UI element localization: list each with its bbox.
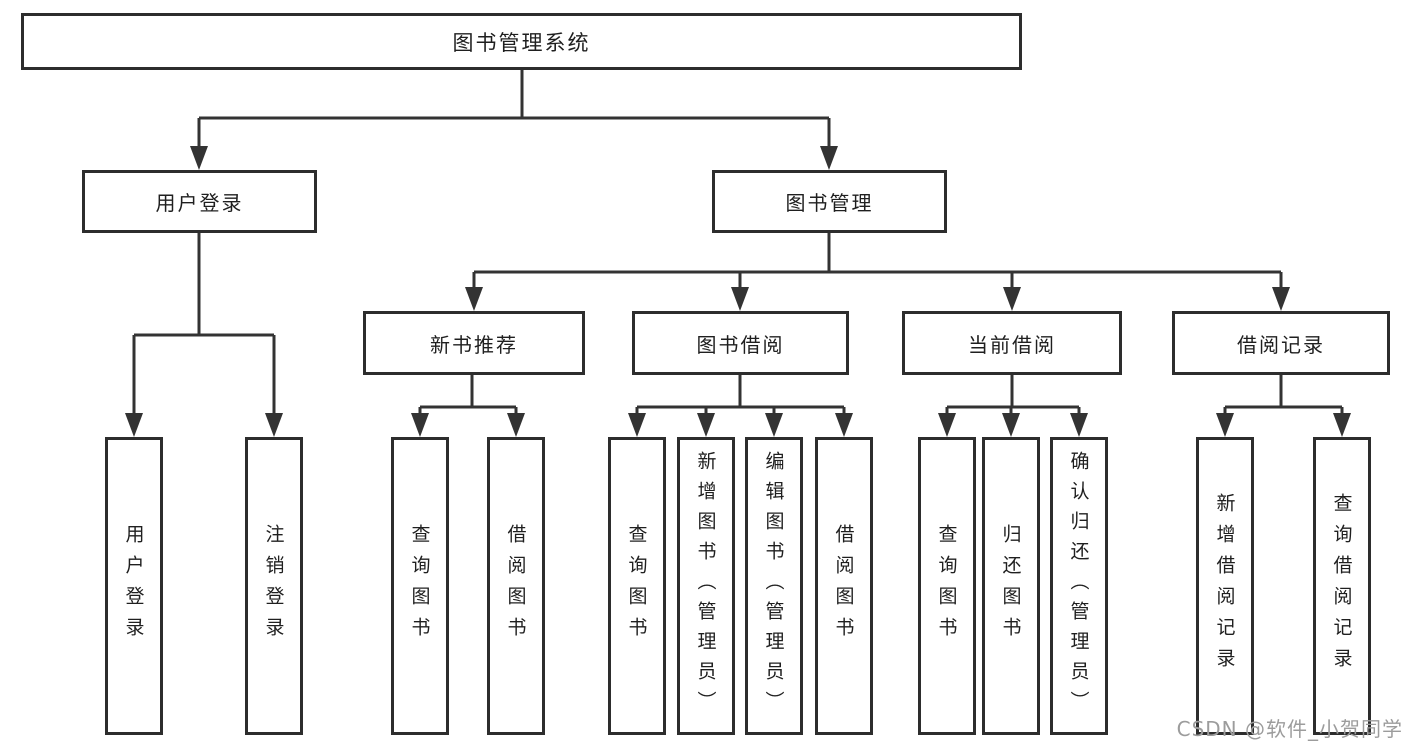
leaf-borrowing-query-books: 查询图书 [608, 437, 666, 735]
csdn-watermark: CSDN @软件_小贺同学 [1176, 717, 1403, 741]
leaf-records-add-record: 新增借阅记录 [1196, 437, 1254, 735]
arrow-down-icon [697, 413, 715, 437]
arrow-down-icon [628, 413, 646, 437]
arrow-down-icon [1272, 287, 1290, 311]
leaf-borrowing-borrow-books: 借阅图书 [815, 437, 873, 735]
leaf-current-confirm-return-admin: 确认归还（管理员） [1050, 437, 1108, 735]
connector-root-to-level2 [197, 69, 831, 150]
arrow-down-icon [731, 287, 749, 311]
leaf-logout: 注销登录 [245, 437, 303, 735]
node-borrowing-records: 借阅记录 [1172, 311, 1390, 375]
leaf-recommend-query-books: 查询图书 [391, 437, 449, 735]
arrow-down-icon [1333, 413, 1351, 437]
node-book-management: 图书管理 [712, 170, 947, 233]
leaf-borrowing-edit-books-admin: 编辑图书（管理员） [745, 437, 803, 735]
arrow-down-icon [765, 413, 783, 437]
connector-current-borrowing-children [945, 375, 1081, 416]
arrow-down-icon [465, 287, 483, 311]
connector-lines [132, 69, 1344, 416]
arrow-down-icon [820, 146, 838, 170]
arrow-down-icon [1216, 413, 1234, 437]
arrow-down-icon [1070, 413, 1088, 437]
arrow-down-icon [190, 146, 208, 170]
connector-user-login-children [132, 233, 276, 416]
leaf-borrowing-add-books-admin: 新增图书（管理员） [677, 437, 735, 735]
node-user-login: 用户登录 [82, 170, 317, 233]
arrowhead-icons [125, 146, 1351, 437]
connector-book-management-children [472, 233, 1283, 290]
arrow-down-icon [1003, 287, 1021, 311]
node-root-library-system: 图书管理系统 [21, 13, 1022, 70]
arrow-down-icon [125, 413, 143, 437]
leaf-recommend-borrow-books: 借阅图书 [487, 437, 545, 735]
leaf-records-query-record: 查询借阅记录 [1313, 437, 1371, 735]
arrow-down-icon [835, 413, 853, 437]
leaf-current-query-books: 查询图书 [918, 437, 976, 735]
connector-borrowing-records-children [1223, 375, 1344, 416]
connector-book-borrowing-children [635, 375, 846, 416]
connector-new-book-recommend-children [418, 375, 518, 416]
node-book-borrowing: 图书借阅 [632, 311, 849, 375]
arrow-down-icon [507, 413, 525, 437]
node-new-book-recommend: 新书推荐 [363, 311, 585, 375]
leaf-user-login: 用户登录 [105, 437, 163, 735]
arrow-down-icon [938, 413, 956, 437]
leaf-current-return-books: 归还图书 [982, 437, 1040, 735]
node-current-borrowing: 当前借阅 [902, 311, 1122, 375]
arrow-down-icon [1002, 413, 1020, 437]
arrow-down-icon [411, 413, 429, 437]
arrow-down-icon [265, 413, 283, 437]
